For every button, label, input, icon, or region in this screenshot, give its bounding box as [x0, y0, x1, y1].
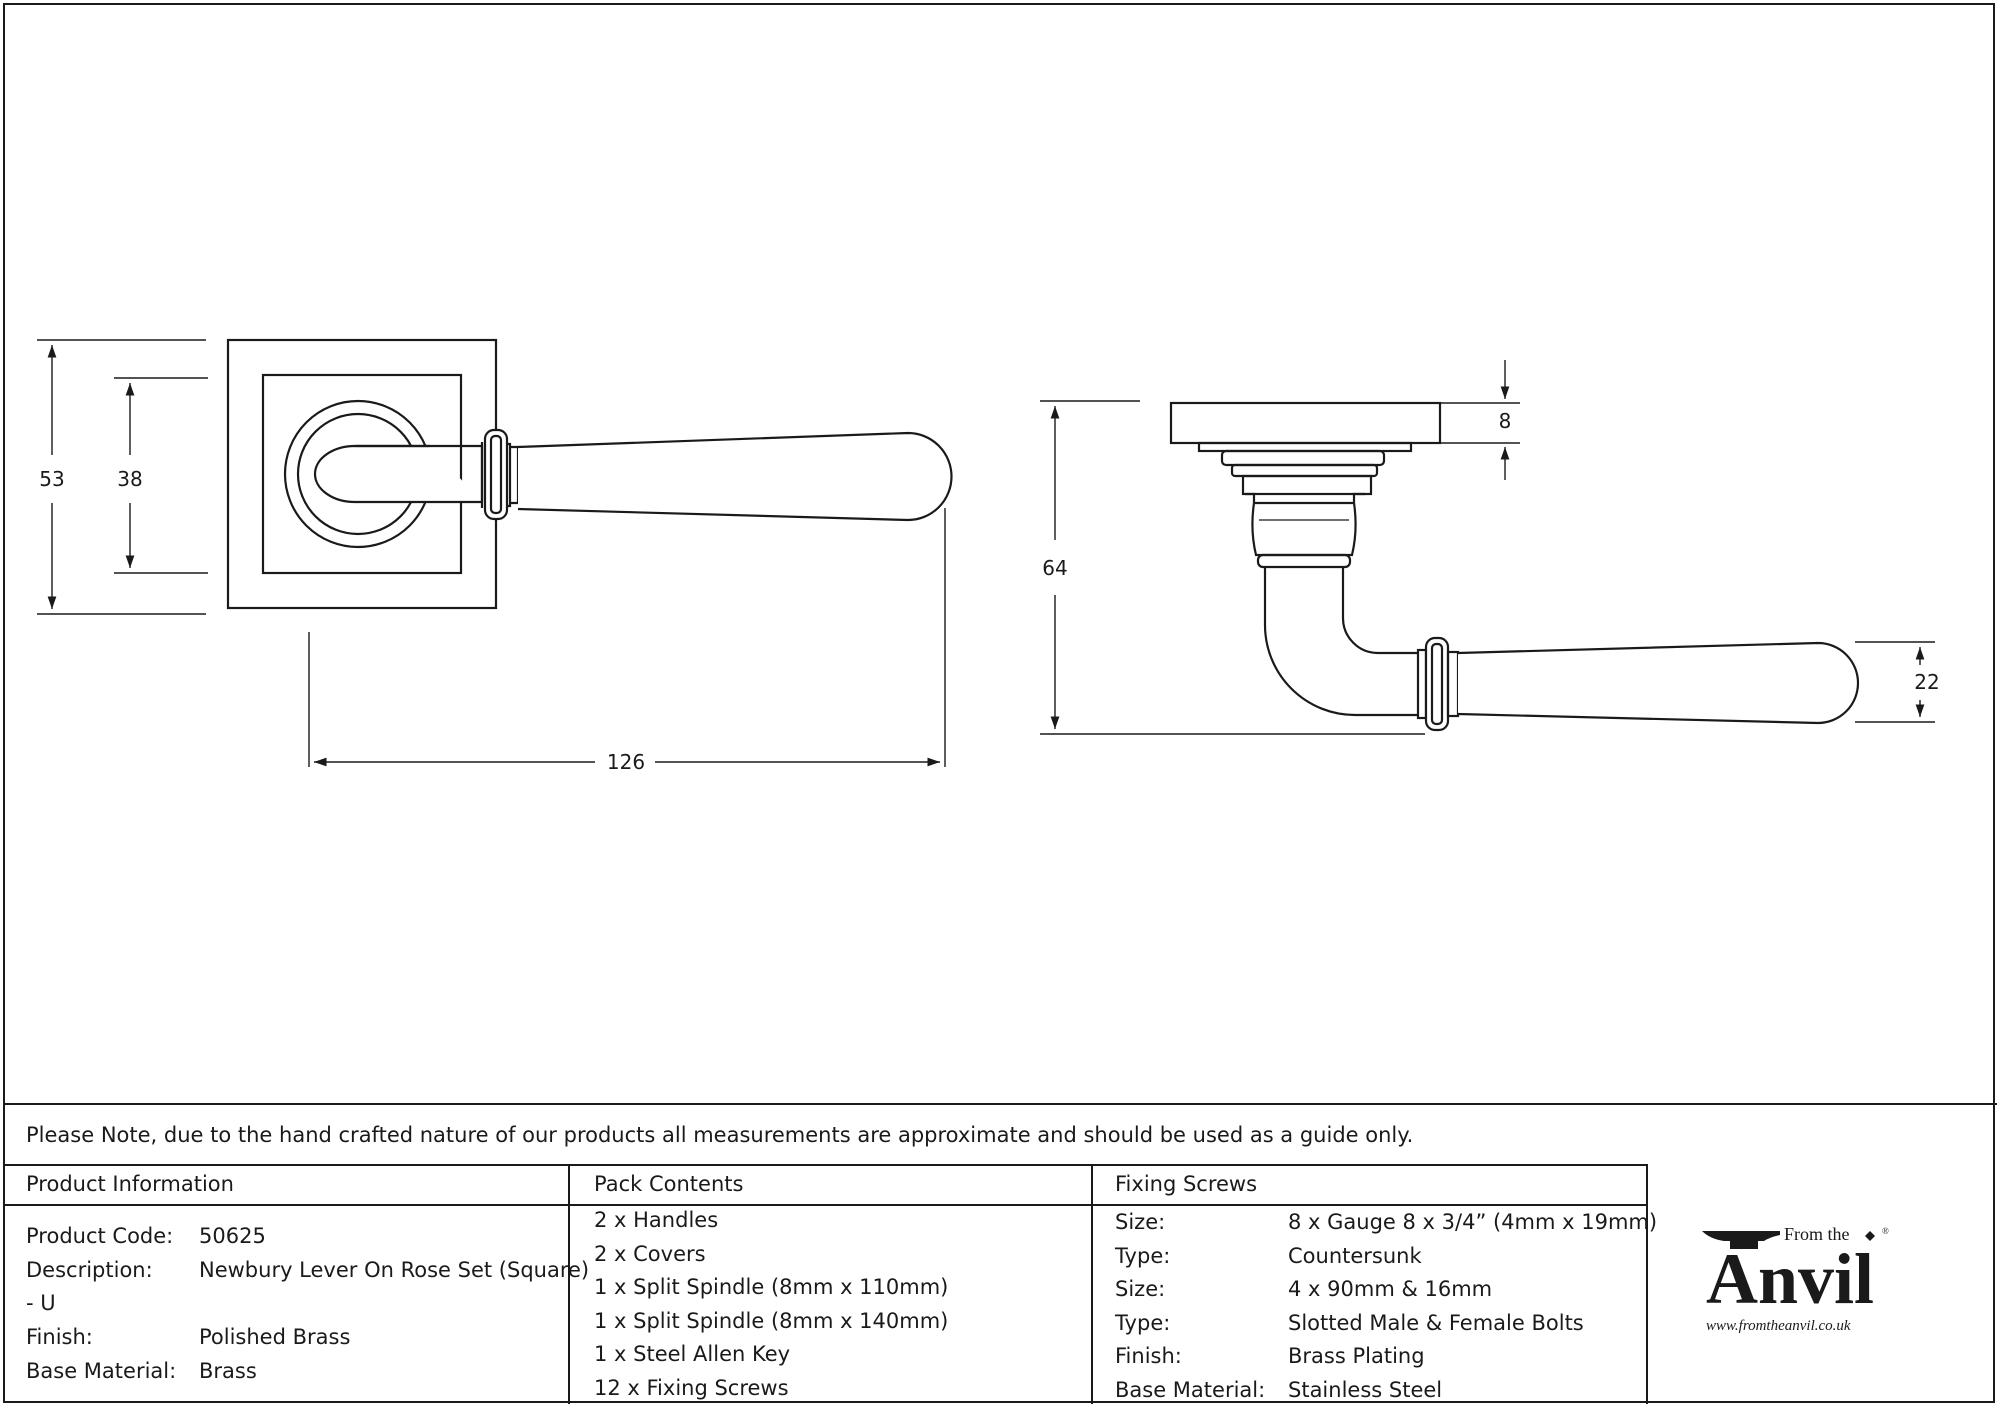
- dim-label-8: 8: [1499, 409, 1512, 433]
- side-dimensions: [1040, 360, 1935, 735]
- side-arm-inner: [1341, 567, 1418, 655]
- screw-base-material-value: Stainless Steel: [1288, 1378, 1443, 1402]
- finish-value: Polished Brass: [199, 1325, 351, 1349]
- logo-url: www.fromtheanvil.co.uk: [1706, 1318, 1851, 1334]
- description-label: Description:: [26, 1258, 153, 1282]
- screw-finish-value: Brass Plating: [1288, 1344, 1425, 1368]
- lever-collar: [483, 428, 509, 521]
- front-dimensions: [37, 339, 946, 767]
- side-neck-ring: [1256, 553, 1352, 569]
- side-collar-1: [1416, 648, 1428, 720]
- diamond-icon: [1865, 1231, 1875, 1241]
- square-rose-inner: [261, 373, 463, 575]
- lever-collar-core: [489, 434, 503, 515]
- dim-label-38: 38: [117, 467, 142, 491]
- side-neck-cap: [1245, 492, 1365, 505]
- table-header-top-border: [3, 1164, 1648, 1166]
- side-arm-outer: [1263, 567, 1418, 717]
- screw-finish-label: Finish:: [1115, 1344, 1182, 1368]
- from-the-anvil-logo: From the ® Anvil www.fromtheanvil.co.uk: [1702, 1225, 1889, 1334]
- product-code-value: 50625: [199, 1224, 266, 1248]
- collar-line-2: [507, 442, 512, 508]
- lever-grip: [517, 431, 953, 522]
- front-view: [226, 338, 953, 610]
- table-divider-1: [568, 1164, 570, 1404]
- bolt-type-value: Slotted Male & Female Bolts: [1288, 1311, 1584, 1335]
- screw-type-value: Countersunk: [1288, 1244, 1422, 1268]
- side-rose-plate: [1169, 401, 1442, 445]
- description-continuation: - U: [26, 1291, 56, 1315]
- bolt-size-value: 4 x 90mm & 16mm: [1288, 1277, 1493, 1301]
- side-rose-ring-1: [1220, 449, 1386, 467]
- drawing-sheet: [3, 3, 1995, 1403]
- description-value: Newbury Lever On Rose Set (Square): [199, 1258, 590, 1282]
- side-rose-base: [1241, 474, 1373, 496]
- base-material-value: Brass: [199, 1359, 257, 1383]
- table-divider-3: [1646, 1164, 1648, 1404]
- measurement-note: Please Note, due to the hand crafted nat…: [26, 1123, 1414, 1147]
- side-collar-2: [1424, 636, 1450, 732]
- logo-from-the: From the: [1784, 1225, 1850, 1244]
- table-divider-2: [1091, 1164, 1093, 1404]
- anvil-icon: [1702, 1231, 1780, 1249]
- pack-item: 12 x Fixing Screws: [594, 1376, 789, 1400]
- pack-contents-header: Pack Contents: [594, 1172, 744, 1196]
- lever-neck: [313, 444, 482, 504]
- dim-label-64: 64: [1042, 556, 1067, 580]
- finish-label: Finish:: [26, 1325, 93, 1349]
- fixing-screws-header: Fixing Screws: [1115, 1172, 1258, 1196]
- screw-size-value: 8 x Gauge 8 x 3/4” (4mm x 19mm): [1288, 1210, 1658, 1234]
- pack-item: 1 x Split Spindle (8mm x 110mm): [594, 1275, 949, 1299]
- screw-base-material-label: Base Material:: [1115, 1378, 1266, 1402]
- side-rose-ring-2: [1230, 463, 1379, 478]
- product-info-header: Product Information: [26, 1172, 234, 1196]
- table-top-border: [3, 1103, 1997, 1105]
- product-code-label: Product Code:: [26, 1224, 174, 1248]
- dim-label-22: 22: [1914, 670, 1939, 694]
- side-rose-step: [1197, 441, 1413, 453]
- dim-label-126: 126: [607, 750, 645, 774]
- logo-registered: ®: [1882, 1226, 1889, 1236]
- table-header-bottom-border: [3, 1204, 1648, 1206]
- side-collar-3: [1446, 650, 1460, 718]
- collar-line-3: [510, 445, 520, 505]
- pack-item: 2 x Handles: [594, 1208, 719, 1232]
- side-neck-body: [1251, 502, 1357, 557]
- pack-item: 1 x Split Spindle (8mm x 140mm): [594, 1309, 949, 1333]
- screw-size-label: Size:: [1115, 1210, 1166, 1234]
- screw-type-label: Type:: [1115, 1244, 1171, 1268]
- side-view: [1169, 401, 1860, 732]
- logo-anvil: Anvil: [1706, 1239, 1874, 1319]
- dim-label-53: 53: [39, 467, 64, 491]
- bolt-type-label: Type:: [1115, 1311, 1171, 1335]
- side-lever-grip: [1457, 641, 1860, 725]
- pack-item: 2 x Covers: [594, 1242, 706, 1266]
- side-collar-core: [1430, 642, 1444, 726]
- pack-item: 1 x Steel Allen Key: [594, 1342, 791, 1366]
- base-material-label: Base Material:: [26, 1359, 177, 1383]
- bolt-size-label: Size:: [1115, 1277, 1166, 1301]
